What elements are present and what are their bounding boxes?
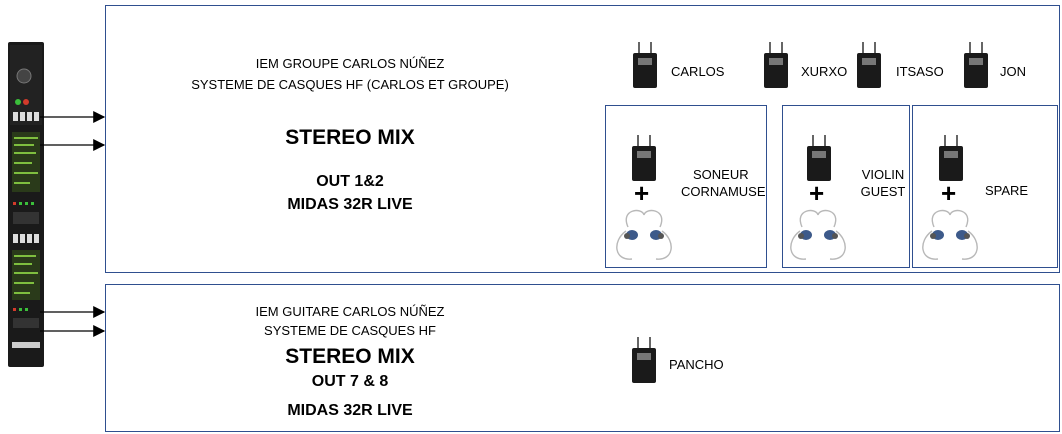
group1-title-line1: IEM GROUPE CARLOS NÚÑEZ: [255, 56, 445, 71]
group2-console: MIDAS 32R LIVE: [287, 402, 413, 419]
kit-box-soneur: [605, 105, 767, 268]
group2-title-line1: IEM GUITARE CARLOS NÚÑEZ: [255, 304, 445, 319]
group1-stereo-mix: STEREO MIX: [285, 126, 415, 149]
group2-out: OUT 7 & 8: [311, 373, 389, 390]
iem-group-panel: [105, 5, 1060, 273]
plus-symbol: +: [809, 178, 825, 208]
in-ear-monitor-icon: [616, 209, 672, 260]
bodypack-receiver-icon: [807, 135, 831, 181]
group1-console: MIDAS 32R LIVE: [287, 196, 413, 213]
receiver-label-jon: JON: [1000, 64, 1026, 79]
plus-symbol: +: [941, 178, 957, 208]
rack-receiver-icon: [8, 42, 44, 367]
kit-label-spare: SPARE: [985, 183, 1029, 198]
kit-box-violin: [782, 105, 910, 268]
bodypack-receiver-icon: [939, 135, 963, 181]
kit-box-spare: [912, 105, 1058, 268]
bodypack-receiver-icon: [632, 135, 656, 181]
group1-title-line2: SYSTEME DE CASQUES HF (CARLOS ET GROUPE): [191, 77, 509, 92]
kit-label-violin: VIOLIN: [861, 167, 905, 182]
bodypack-receiver-icon: [857, 42, 881, 88]
group2-title-line2: SYSTEME DE CASQUES HF: [264, 323, 436, 338]
signal-arrows: [40, 111, 106, 337]
in-ear-monitor-icon: [790, 209, 846, 260]
receiver-label-carlos: CARLOS: [671, 64, 725, 79]
group1-out: OUT 1&2: [316, 173, 384, 190]
bodypack-receiver-icon: [633, 42, 657, 88]
bodypack-receiver-icon: [632, 337, 656, 383]
receiver-label-xurxo: XURXO: [801, 64, 848, 79]
bodypack-receiver-icon: [964, 42, 988, 88]
kit-label-soneur: SONEUR: [693, 167, 749, 182]
receiver-label-pancho: PANCHO: [669, 357, 724, 372]
plus-symbol: +: [634, 178, 650, 208]
kit-label-cornamuse: CORNAMUSE: [681, 184, 766, 199]
kit-label-guest: GUEST: [860, 184, 906, 199]
group2-stereo-mix: STEREO MIX: [285, 345, 415, 368]
iem-guitar-panel: [105, 284, 1060, 432]
in-ear-monitor-icon: [922, 209, 978, 260]
bodypack-receiver-icon: [764, 42, 788, 88]
receiver-label-itsaso: ITSASO: [896, 64, 944, 79]
